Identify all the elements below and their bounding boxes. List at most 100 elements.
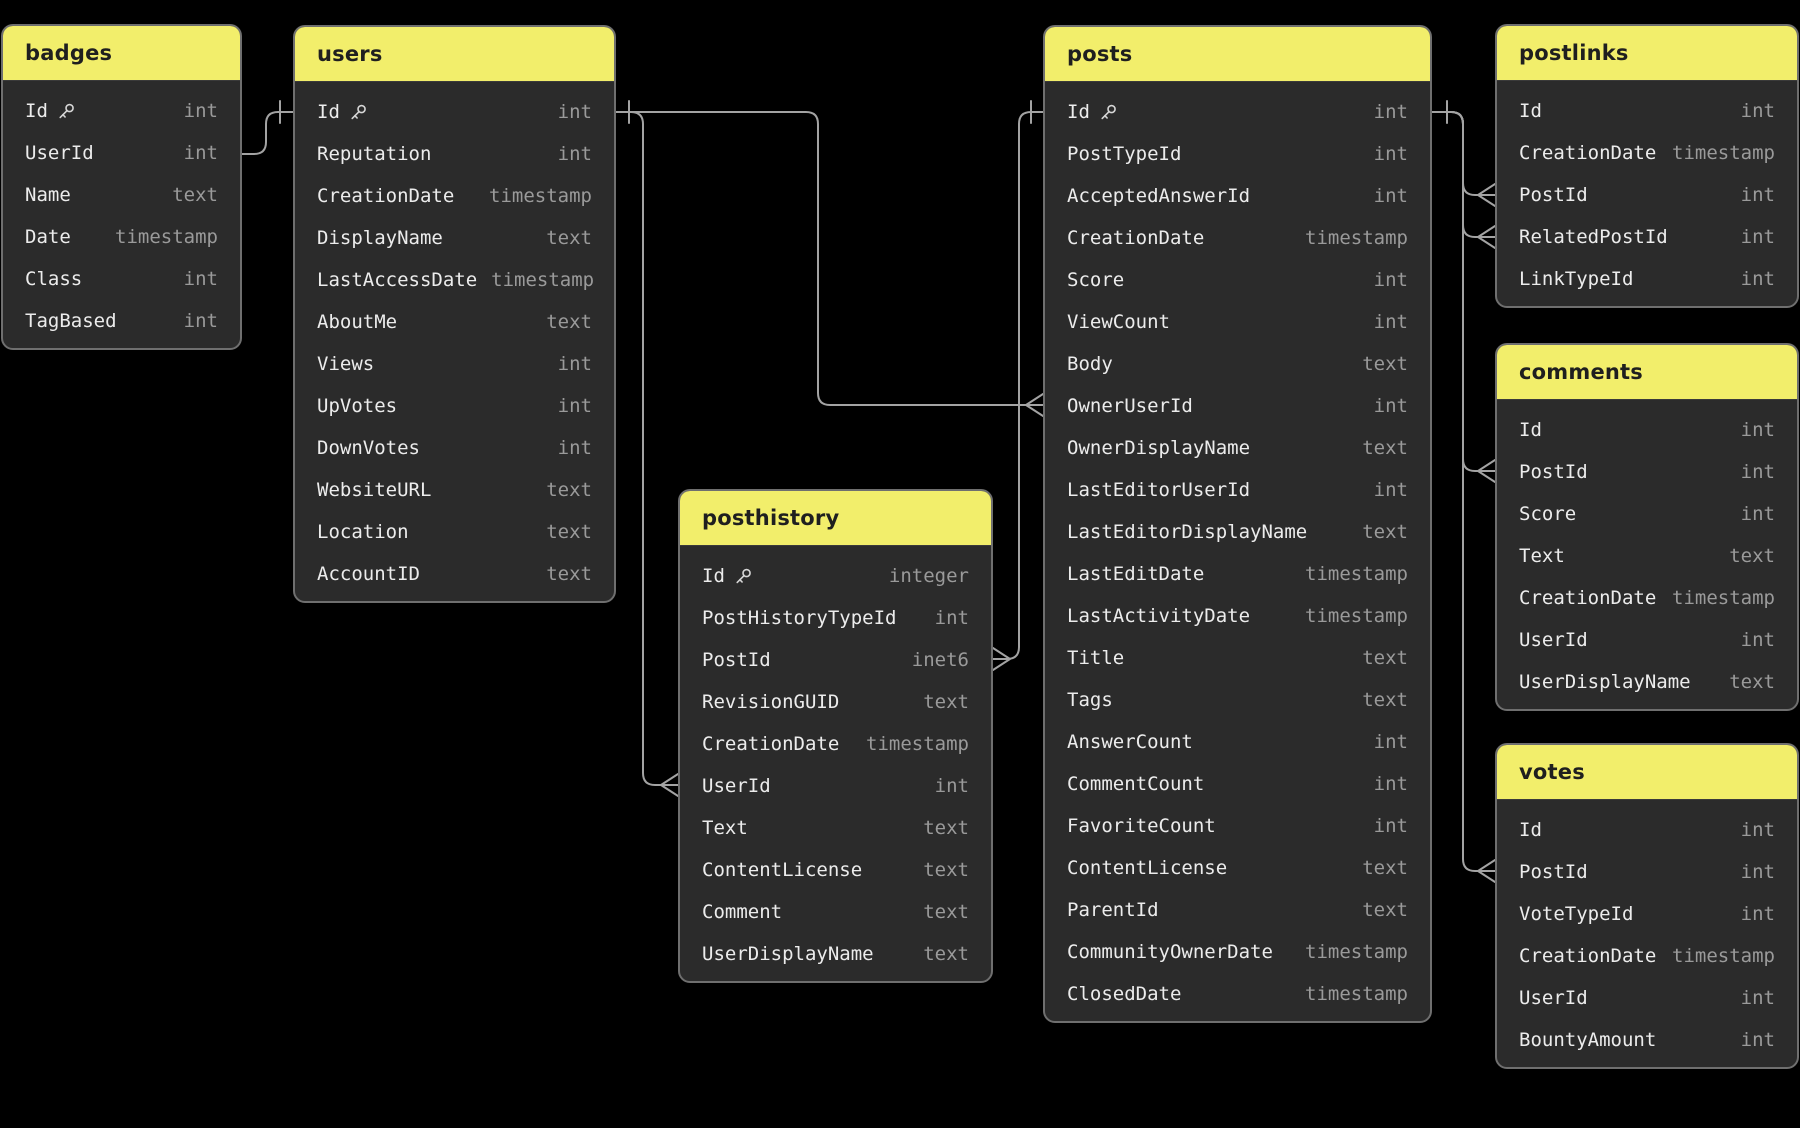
field-type: text: [923, 943, 969, 965]
field-name: LastEditDate: [1067, 563, 1204, 585]
table-header[interactable]: votes: [1497, 745, 1797, 800]
field-name: RelatedPostId: [1519, 226, 1668, 248]
table-header[interactable]: comments: [1497, 345, 1797, 400]
field-name-text: LastEditorUserId: [1067, 479, 1251, 501]
table-header[interactable]: postlinks: [1497, 26, 1797, 81]
table-header[interactable]: posts: [1045, 27, 1430, 82]
table-header[interactable]: badges: [3, 26, 240, 81]
field-type: int: [1740, 268, 1775, 290]
field-type: text: [923, 817, 969, 839]
field-name: DownVotes: [317, 437, 420, 459]
field-name-text: UserDisplayName: [702, 943, 874, 965]
field-type: int: [1740, 419, 1775, 441]
field-type: timestamp: [1305, 941, 1408, 963]
field-name: Id: [25, 100, 76, 122]
field-name: Id: [1519, 819, 1542, 841]
field-name: LastEditorUserId: [1067, 479, 1250, 501]
table-name: votes: [1519, 760, 1585, 784]
field-name-text: AnswerCount: [1067, 731, 1193, 753]
table-name: posts: [1067, 42, 1133, 66]
field-name-text: LastEditDate: [1067, 563, 1205, 585]
field-name-text: DownVotes: [317, 437, 420, 459]
field-type: text: [546, 311, 592, 333]
cardinality-many-crowfoot: [1477, 225, 1496, 249]
field-name: ContentLicense: [1067, 857, 1227, 879]
field-type: int: [1373, 731, 1408, 753]
field-type: text: [1362, 647, 1408, 669]
field-type: text: [546, 521, 592, 543]
field-type: int: [557, 395, 592, 417]
field-name: PostTypeId: [1067, 143, 1181, 165]
field-name-text: Score: [1067, 269, 1125, 291]
field-name: Id: [1067, 101, 1118, 123]
field-name-text: WebsiteURL: [317, 479, 432, 501]
field-type: text: [1362, 689, 1408, 711]
field-name-text: Comment: [702, 901, 783, 923]
field-type: int: [1373, 101, 1408, 123]
field-name: Body: [1067, 353, 1113, 375]
field-type: int: [1373, 269, 1408, 291]
field-name: TagBased: [25, 310, 117, 332]
primary-key-icon: [1099, 103, 1118, 122]
field-type: text: [172, 184, 218, 206]
field-name-text: ClosedDate: [1067, 983, 1182, 1005]
field-name-text: BountyAmount: [1519, 1029, 1657, 1051]
field-row-posts-AnswerCount: AnswerCount int: [1045, 721, 1430, 763]
field-type: int: [1740, 100, 1775, 122]
field-name: CreationDate: [317, 185, 454, 207]
field-type: text: [1362, 437, 1408, 459]
field-name: UserId: [1519, 629, 1588, 651]
field-type: int: [557, 101, 592, 123]
field-type: int: [934, 607, 969, 629]
table-name: comments: [1519, 360, 1643, 384]
field-type: int: [1740, 503, 1775, 525]
field-name-text: FavoriteCount: [1067, 815, 1216, 837]
field-type: timestamp: [1672, 945, 1775, 967]
field-row-posthistory-PostHistoryTypeId: PostHistoryTypeId int: [680, 597, 991, 639]
field-name-text: DisplayName: [317, 227, 443, 249]
field-type: timestamp: [491, 269, 595, 291]
field-name: Id: [1519, 419, 1542, 441]
field-name: LinkTypeId: [1519, 268, 1633, 290]
field-name: ParentId: [1067, 899, 1159, 921]
table-header[interactable]: users: [295, 27, 614, 82]
field-name: OwnerDisplayName: [1067, 437, 1250, 459]
field-name-text: PostId: [1519, 184, 1588, 206]
field-type: timestamp: [866, 733, 969, 755]
table-header[interactable]: posthistory: [680, 491, 991, 546]
field-name: PostHistoryTypeId: [702, 607, 896, 629]
field-name-text: Views: [317, 353, 375, 375]
field-name-text: UserId: [25, 142, 94, 164]
cardinality-many-crowfoot: [992, 647, 1011, 671]
field-row-postlinks-LinkTypeId: LinkTypeId int: [1497, 258, 1797, 300]
field-name-text: Id: [25, 100, 48, 122]
field-name: PostId: [1519, 461, 1588, 483]
field-name-text: Body: [1067, 353, 1113, 375]
field-name-text: CreationDate: [1519, 587, 1657, 609]
field-name: Class: [25, 268, 82, 290]
field-name: CreationDate: [1067, 227, 1204, 249]
